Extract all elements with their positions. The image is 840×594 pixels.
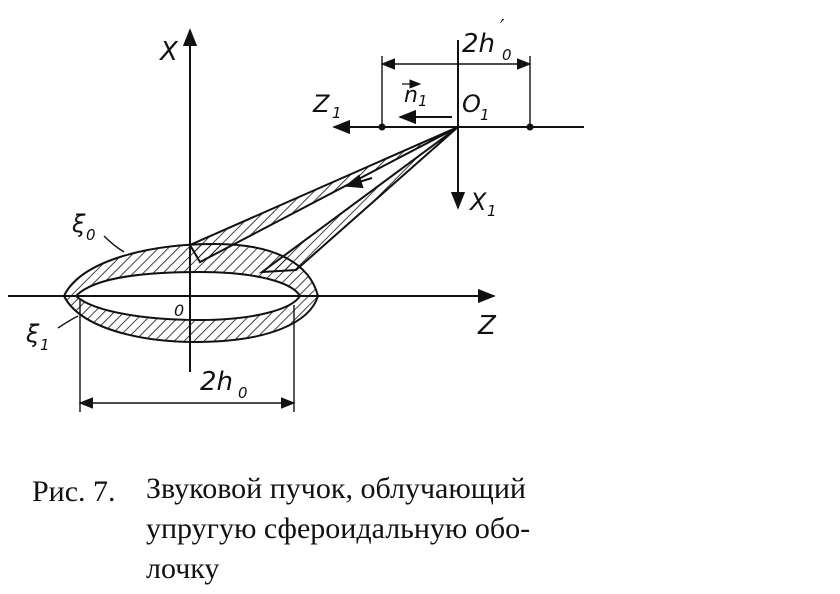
- caption-line-1: Звуковой пучок, облучающий: [146, 472, 526, 505]
- caption-line-3: лочку: [146, 552, 220, 585]
- sound-beam-lower: [258, 126, 459, 274]
- xi0-leader: [103, 235, 125, 253]
- z1-axis-label: Z: [312, 90, 330, 118]
- xi1-sub: 1: [40, 336, 50, 354]
- o1-sub: 1: [480, 106, 490, 124]
- origin-label: 0: [174, 301, 184, 320]
- xi0-sub: 0: [86, 226, 96, 244]
- xi1-label: ξ: [25, 320, 40, 348]
- sound-beam: [188, 126, 459, 264]
- h0-prime-mark: ′: [500, 15, 505, 39]
- x-axis-label: X: [158, 37, 179, 67]
- z-axis-label: Z: [477, 311, 497, 341]
- h0-prime-sub: 0: [502, 46, 512, 64]
- xi0-label: ξ: [71, 210, 86, 238]
- caption-line-2: упругую сфероидальную обо-: [146, 512, 531, 545]
- source-edge-left: [378, 123, 386, 131]
- z1-axis-sub: 1: [332, 104, 342, 122]
- x1-axis-label: X: [468, 188, 487, 216]
- n1-label: n: [404, 83, 418, 108]
- xi1-leader: [57, 315, 79, 329]
- beam-direction-arrow: [344, 174, 373, 189]
- h0-label: 2h: [200, 367, 233, 397]
- figure-number: Рис. 7.: [32, 475, 116, 508]
- h0-prime-label: 2h: [462, 29, 495, 59]
- n1-sub: 1: [418, 92, 428, 110]
- h0-sub: 0: [238, 384, 248, 402]
- o1-label: O: [462, 90, 481, 118]
- source-edge-right: [526, 123, 534, 131]
- x1-axis-sub: 1: [487, 202, 497, 220]
